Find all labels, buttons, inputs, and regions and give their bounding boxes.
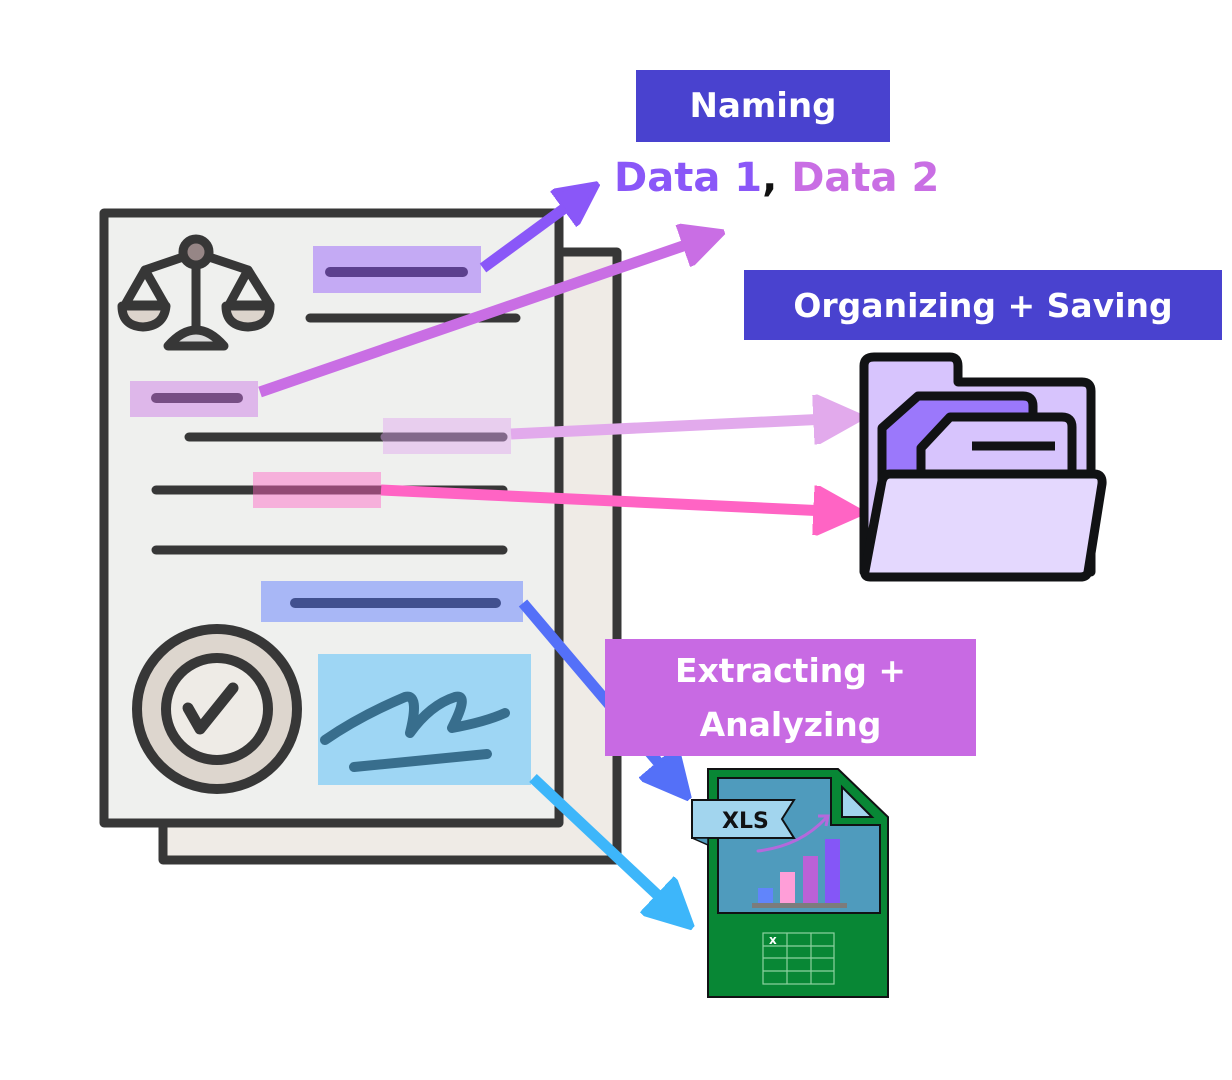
legal-document (99, 208, 564, 828)
arrow-to-folder-2 (380, 484, 848, 512)
data-names: Data 1, Data 2 (614, 155, 939, 201)
data-2-text: Data 2 (791, 155, 940, 201)
spreadsheet-file-icon: x XLS (691, 768, 889, 998)
arrow-to-spreadsheet-1 (518, 599, 680, 788)
check-seal-icon (132, 624, 302, 794)
scales-of-justice-icon (117, 234, 275, 351)
naming-label: Naming (636, 70, 890, 142)
spreadsheet-grid (762, 932, 835, 985)
xls-tag-label: XLS (722, 809, 769, 834)
spreadsheet-cell-mark: x (769, 933, 777, 947)
folder-icon (859, 352, 1107, 582)
naming-label-text: Naming (689, 86, 837, 126)
highlight-organizing-1 (380, 418, 511, 454)
highlight-extracting-1 (261, 581, 523, 622)
highlight-naming-1 (313, 246, 481, 293)
organizing-saving-label-text: Organizing + Saving (793, 285, 1173, 325)
arrow-to-data-1 (479, 191, 588, 273)
arrows (258, 191, 848, 918)
organizing-saving-label: Organizing + Saving (744, 270, 1222, 340)
data-1-text: Data 1 (614, 155, 763, 201)
arrow-to-spreadsheet-2 (529, 773, 682, 918)
extracting-label-line-1: Extracting + (674, 650, 907, 690)
extracting-label-line-2: Analyzing (699, 704, 882, 744)
highlight-naming-2 (130, 381, 258, 417)
arrow-to-folder-1 (510, 418, 848, 434)
highlight-organizing-2 (253, 472, 381, 508)
data-separator: , (762, 155, 792, 201)
arrow-to-data-2 (258, 236, 712, 398)
extracting-analyzing-label: Extracting + Analyzing (605, 639, 976, 756)
signature-icon (318, 654, 531, 785)
